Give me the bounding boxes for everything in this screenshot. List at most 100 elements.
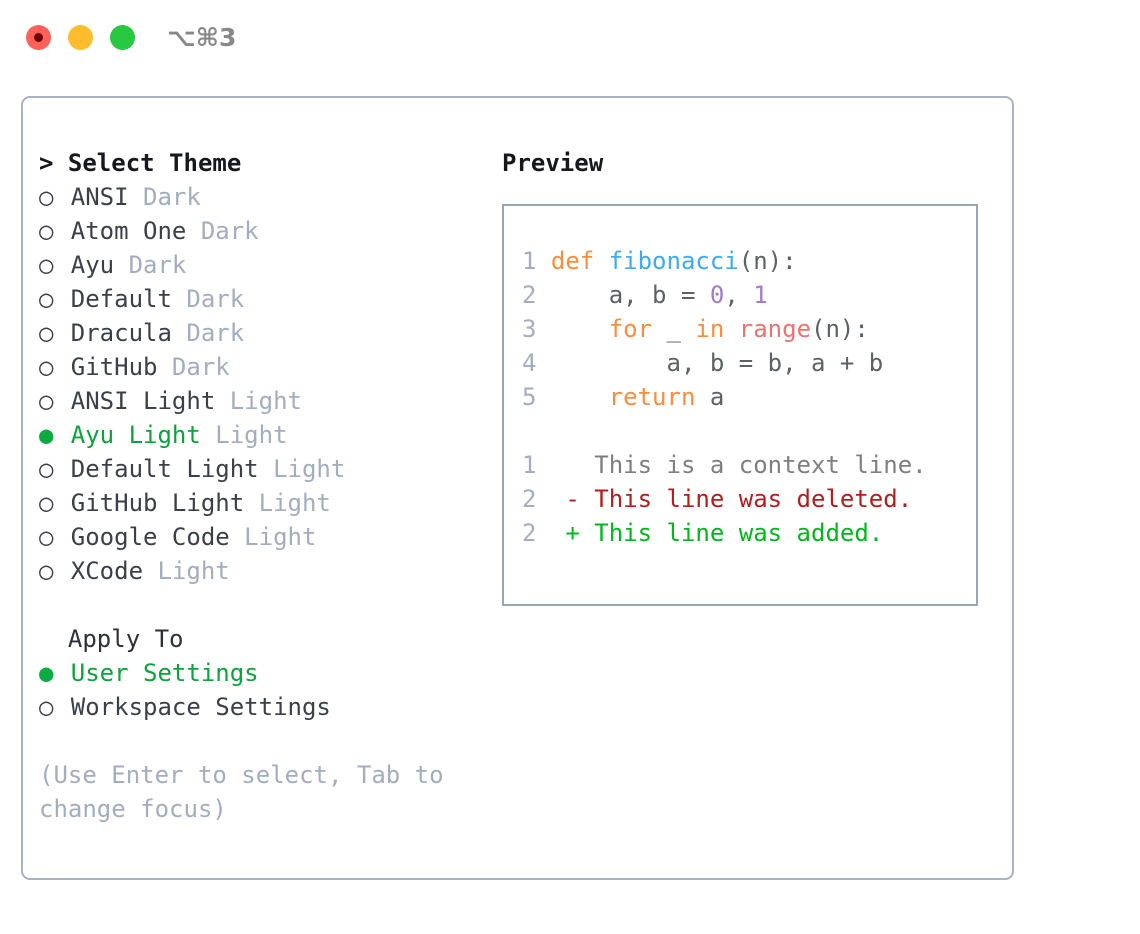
theme-option-dracula[interactable]: ○ Dracula Dark	[39, 316, 479, 350]
title-bar: ⌥⌘3	[0, 0, 1140, 78]
theme-option-label: GitHub Light	[56, 489, 259, 517]
code-line: 4 a, b = b, a + b	[522, 346, 927, 380]
theme-option-label: Atom One	[56, 217, 201, 245]
minimize-button[interactable]	[68, 25, 93, 50]
code-line: 3 for _ in range(n):	[522, 312, 927, 346]
theme-option-ayu[interactable]: ○ Ayu Dark	[39, 248, 479, 282]
theme-option-ayu-light[interactable]: ● Ayu Light Light	[39, 418, 479, 452]
section-spacer	[39, 588, 479, 622]
code-token	[724, 315, 738, 343]
theme-option-label: ANSI Light	[56, 387, 230, 415]
preview-column: Preview	[502, 146, 1002, 180]
code-token: 1	[753, 281, 768, 309]
line-number: 2	[522, 519, 537, 547]
theme-option-xcode[interactable]: ○ XCode Light	[39, 554, 479, 588]
radio-unselected-icon: ○	[39, 285, 54, 313]
theme-option-ansi[interactable]: ○ ANSI Dark	[39, 180, 479, 214]
apply-to-option-label: User Settings	[56, 659, 259, 687]
theme-option-label: XCode	[56, 557, 158, 585]
code-line: 1 def fibonacci(n):	[522, 244, 927, 278]
code-line: 2 + This line was added.	[522, 516, 927, 550]
theme-option-ansi-light[interactable]: ○ ANSI Light Light	[39, 384, 479, 418]
theme-option-label: Default Light	[56, 455, 274, 483]
theme-option-label: ANSI	[56, 183, 144, 211]
zoom-button[interactable]	[110, 25, 135, 50]
code-token: def	[550, 247, 609, 275]
radio-unselected-icon: ○	[39, 251, 54, 279]
code-line: 5 return a	[522, 380, 927, 414]
theme-variant-tag: Light	[258, 489, 331, 517]
apply-to-option-workspace-settings[interactable]: ○ Workspace Settings	[39, 690, 479, 724]
code-token: a, b = b, a + b	[550, 349, 884, 377]
code-line: 1 This is a context line.	[522, 448, 927, 482]
radio-unselected-icon: ○	[39, 319, 54, 347]
radio-unselected-icon: ○	[39, 183, 54, 211]
line-number: 4	[522, 349, 537, 377]
theme-option-label: Ayu	[56, 251, 129, 279]
theme-option-label: Dracula	[56, 319, 187, 347]
theme-selection-column: > Select Theme ○ ANSI Dark○ Atom One Dar…	[39, 146, 479, 826]
code-token: return	[608, 383, 696, 411]
theme-variant-tag: Dark	[186, 319, 245, 347]
radio-selected-icon: ●	[39, 421, 54, 449]
theme-variant-tag: Dark	[143, 183, 201, 211]
keyboard-shortcut-label: ⌥⌘3	[167, 23, 237, 52]
theme-option-default-light[interactable]: ○ Default Light Light	[39, 452, 479, 486]
radio-unselected-icon: ○	[39, 693, 54, 721]
code-token: + This line was added.	[550, 519, 884, 547]
code-token: a, b =	[550, 281, 710, 309]
theme-variant-tag: Light	[215, 421, 288, 449]
theme-option-github-light[interactable]: ○ GitHub Light Light	[39, 486, 479, 520]
code-token: (n):	[738, 247, 797, 275]
radio-unselected-icon: ○	[39, 353, 54, 381]
code-token: (n):	[811, 315, 869, 343]
code-token: ,	[724, 281, 754, 309]
radio-unselected-icon: ○	[39, 523, 54, 551]
theme-variant-tag: Dark	[200, 217, 259, 245]
radio-selected-icon: ●	[39, 659, 54, 687]
theme-variant-tag: Light	[273, 455, 346, 483]
code-token: for	[608, 315, 653, 343]
preview-heading: Preview	[502, 149, 604, 177]
code-token: fibonacci	[608, 247, 739, 275]
code-token: This is a context line.	[550, 451, 927, 479]
code-token: a	[695, 383, 725, 411]
theme-option-label: Google Code	[56, 523, 245, 551]
apply-to-option-label: Workspace Settings	[56, 693, 331, 721]
hint-spacer	[39, 724, 479, 758]
theme-variant-tag: Light	[244, 523, 317, 551]
theme-option-default[interactable]: ○ Default Dark	[39, 282, 479, 316]
theme-option-label: GitHub	[56, 353, 172, 381]
radio-unselected-icon: ○	[39, 387, 54, 415]
theme-variant-tag: Light	[229, 387, 302, 415]
line-number: 1	[522, 451, 537, 479]
theme-option-atom-one[interactable]: ○ Atom One Dark	[39, 214, 479, 248]
line-number: 5	[522, 383, 537, 411]
radio-unselected-icon: ○	[39, 557, 54, 585]
apply-to-heading: Apply To	[39, 625, 184, 653]
theme-variant-tag: Dark	[128, 251, 187, 279]
traffic-light-controls	[26, 25, 135, 50]
radio-unselected-icon: ○	[39, 489, 54, 517]
theme-option-google-code[interactable]: ○ Google Code Light	[39, 520, 479, 554]
code-line: 2 - This line was deleted.	[522, 482, 927, 516]
code-token	[551, 383, 609, 411]
theme-option-github[interactable]: ○ GitHub Dark	[39, 350, 479, 384]
code-token	[551, 315, 609, 343]
main-panel: > Select Theme ○ ANSI Dark○ Atom One Dar…	[21, 96, 1014, 880]
close-button[interactable]	[26, 25, 51, 50]
code-token: _	[652, 315, 696, 343]
theme-variant-tag: Light	[157, 557, 230, 585]
code-line: 2 a, b = 0, 1	[522, 278, 927, 312]
theme-option-label: Ayu Light	[56, 421, 216, 449]
theme-variant-tag: Dark	[171, 353, 230, 381]
apply-to-option-user-settings[interactable]: ● User Settings	[39, 656, 479, 690]
code-token: range	[738, 315, 812, 343]
code-token: in	[695, 315, 725, 343]
line-number: 3	[522, 315, 537, 343]
theme-option-label: Default	[56, 285, 187, 313]
code-token: 0	[709, 281, 725, 309]
